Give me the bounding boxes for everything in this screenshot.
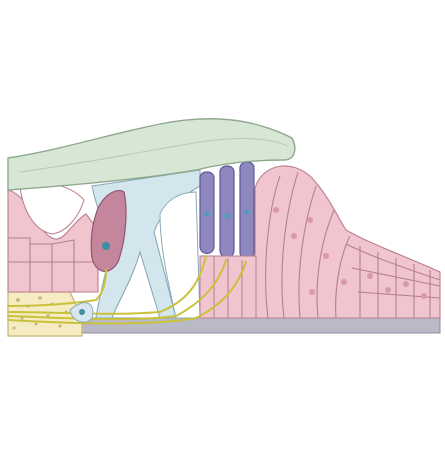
neuron-nucleus: [79, 309, 85, 315]
outer-supporting-cells: [255, 166, 440, 318]
